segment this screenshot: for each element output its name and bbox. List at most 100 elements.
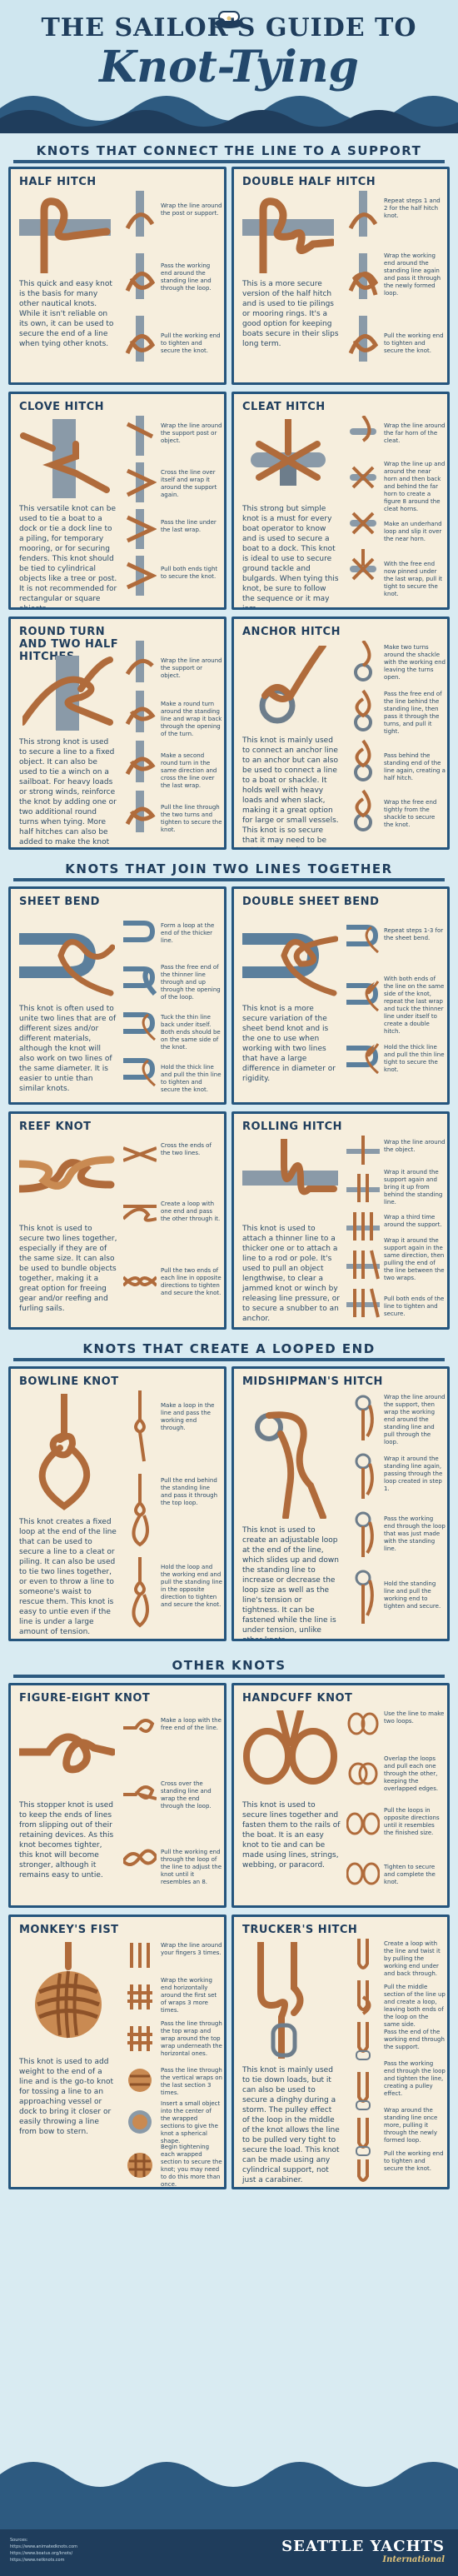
reef-knot-illustration: [19, 1156, 115, 1193]
step-illustrations: [355, 1395, 374, 1624]
round-turn-illustration: [22, 656, 113, 731]
knot-title: CLEAT HITCH: [242, 401, 326, 413]
section-divider: [13, 878, 445, 881]
source-link[interactable]: https://www.animatedknots.com: [10, 2544, 78, 2549]
knot-description: This quick and easy knot is the basis fo…: [19, 280, 114, 348]
step-3: Pull the working end to tighten and secu…: [384, 332, 444, 354]
panel-sheet-bend: SHEET BEND This knot is often used to un…: [8, 886, 227, 1105]
half-hitch-illustration: [19, 197, 111, 273]
knot-description: This strong knot is used to secure a lin…: [19, 738, 117, 846]
step-illustrations: [132, 1390, 149, 1628]
monkeys-fist-illustration: [35, 1942, 102, 2039]
rolling-hitch-illustration: [242, 1139, 338, 1196]
panel-bowline: BOWLINE KNOT This knot creates a fixed l…: [8, 1366, 227, 1641]
step-2: Make a round turn around the standing li…: [161, 701, 222, 737]
step-illustrations: [127, 1943, 152, 2178]
step-4: Pull both ends tight to secure the knot.: [161, 566, 218, 580]
step-2: Pull the middle section of the line up a…: [384, 1984, 446, 2028]
panel-round-turn: ROUND TURN AND TWO HALF HITCHES This str…: [8, 617, 227, 850]
step-2: Overlap the loops and pull each one thro…: [384, 1755, 439, 1792]
step-6: Begin tightening each wrapped section to…: [161, 2144, 222, 2188]
cleat-hitch-illustration: [251, 419, 326, 486]
knot-title: FIGURE-EIGHT KNOT: [19, 1692, 151, 1705]
source-link[interactable]: https://www.netknots.com: [10, 2558, 65, 2563]
anchor-hitch-illustration: [259, 646, 326, 724]
brand-name: SEATTLE YACHTS: [281, 2538, 445, 2555]
step-2: With both ends of the line on the same s…: [384, 976, 445, 1035]
truckers-hitch-illustration: [257, 1942, 304, 2059]
knot-description: This knot is used to secure lines togeth…: [242, 1801, 341, 1870]
panel-clove-hitch: CLOVE HITCH This versatile knot can be u…: [8, 392, 227, 610]
step-4: Pull the line through the two turns and …: [161, 804, 222, 833]
panel-truckers-hitch: TRUCKER'S HITCH This knot is mainly used…: [231, 1915, 450, 2189]
step-1: Wrap the line around the object.: [384, 1139, 446, 1153]
step-1: Create a loop with the line and twist it…: [384, 1940, 441, 1977]
step-illustrations: [350, 416, 376, 581]
step-3: Pass the line through the top wrap and w…: [161, 2020, 222, 2057]
knot-title: CLOVE HITCH: [19, 401, 105, 413]
step-illustrations: [356, 1939, 371, 2182]
step-3: Pull the working end through the loop of…: [161, 1849, 222, 1885]
step-2: Pass the free end of the line behind the…: [384, 691, 442, 735]
knot-title: DOUBLE SHEET BEND: [242, 896, 380, 908]
panel-rolling-hitch: ROLLING HITCH This knot is used to attac…: [231, 1111, 450, 1330]
step-1: Repeat steps 1 and 2 for the half hitch …: [384, 197, 441, 219]
section-divider: [13, 1358, 445, 1361]
step-illustrations: [354, 641, 372, 831]
knot-title: DOUBLE HALF HITCH: [242, 176, 376, 188]
source-link[interactable]: https://www.boatus.org/knots/: [10, 2551, 73, 2556]
step-2: Wrap it around the support again and bri…: [384, 1169, 443, 1206]
knot-description: This knot is often used to unite two lin…: [19, 1005, 117, 1093]
bowline-illustration: [38, 1394, 91, 1510]
step-2: Create a loop with one end and pass the …: [161, 1201, 221, 1222]
footer: Sources: https://www.animatedknots.com h…: [0, 2529, 458, 2576]
step-1: Wrap the line around the support post or…: [161, 422, 222, 444]
step-3: Wrap a third time around the support.: [384, 1214, 442, 1228]
section-title-other: OTHER KNOTS: [172, 1658, 286, 1673]
handcuff-illustration: [243, 1710, 337, 1785]
step-3: Pull the working end to tighten and secu…: [161, 332, 221, 354]
sources-label: Sources:: [10, 2538, 28, 2543]
captain-hat-icon: [215, 11, 243, 28]
step-illustrations: [346, 925, 380, 1075]
step-2: Cross over the standing line and wrap th…: [161, 1780, 212, 1810]
knot-description: This versatile knot can be used to tie a…: [19, 505, 117, 610]
panel-anchor-hitch: ANCHOR HITCH This knot is mainly used to…: [231, 617, 450, 850]
knot-title: BOWLINE KNOT: [19, 1375, 119, 1388]
step-illustrations: [126, 416, 157, 596]
section-title-loop: KNOTS THAT CREATE A LOOPED END: [82, 1341, 376, 1356]
step-4: With the free end now pinned under the l…: [384, 561, 443, 597]
knot-description: This strong but simple knot is a must fo…: [242, 505, 339, 610]
knot-description: This stopper knot is used to keep the en…: [19, 1801, 114, 1880]
header-banner: THE SAILOR'S GUIDE TO Knot-Tying: [0, 0, 458, 133]
panel-midshipman: MIDSHIPMAN'S HITCH This knot is used to …: [231, 1366, 450, 1641]
knot-title: MIDSHIPMAN'S HITCH: [242, 1375, 383, 1388]
waves-decoration: [0, 96, 458, 133]
step-4: Hold the standing line and pull the work…: [384, 1580, 441, 1610]
step-4: Pass the working end through the loop an…: [384, 2060, 446, 2097]
midshipman-illustration: [255, 1411, 326, 1519]
knot-title: MONKEY'S FIST: [19, 1924, 119, 1936]
step-3: Pass behind the standing end of the line…: [384, 752, 446, 781]
knot-title: HANDCUFF KNOT: [242, 1692, 353, 1705]
step-illustrations: [123, 1719, 157, 1866]
step-5: Insert a small object into the center of…: [161, 2100, 221, 2144]
step-3: Pass the line under the last wrap.: [161, 519, 217, 533]
section-title-support: KNOTS THAT CONNECT THE LINE TO A SUPPORT: [36, 143, 422, 158]
sheet-bend-illustration: [19, 933, 115, 996]
step-2: Pass the working end around the standing…: [161, 262, 212, 292]
step-4: Tighten to secure and complete the knot.: [384, 1864, 436, 1885]
title-line-1: THE SAILOR'S GUIDE TO: [41, 13, 417, 42]
step-illustrations: [346, 1712, 380, 1885]
step-5: Pull both ends of the line to tighten an…: [384, 1295, 445, 1317]
panel-half-hitch: HALF HITCH This quick and easy knot is t…: [8, 167, 227, 385]
panel-handcuff: HANDCUFF KNOT This knot is used to secur…: [231, 1683, 450, 1908]
step-illustrations: [125, 191, 156, 362]
knot-title: TRUCKER'S HITCH: [242, 1924, 358, 1936]
step-2: Wrap the working end around the standing…: [384, 252, 441, 297]
brand-logo: SEATTLE YACHTS International: [281, 2538, 445, 2564]
step-1: Wrap the line around the support or obje…: [161, 657, 222, 679]
step-illustrations: [123, 1146, 157, 1287]
knot-description: This knot is used to attach a thinner li…: [242, 1225, 340, 1323]
knot-title: HALF HITCH: [19, 176, 97, 188]
